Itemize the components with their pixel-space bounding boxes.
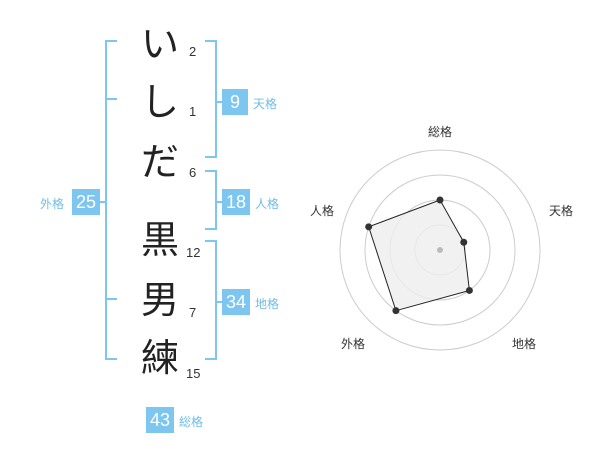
bracket-tick xyxy=(105,40,117,42)
soukaku-value: 43 xyxy=(146,407,174,433)
name-char: い xyxy=(140,22,179,66)
bracket-tick xyxy=(205,170,217,172)
bracket-connector xyxy=(98,201,106,203)
bracket-connector xyxy=(216,101,224,103)
radar-center-dot xyxy=(437,247,443,253)
stroke-count: 7 xyxy=(189,305,197,320)
stroke-count: 15 xyxy=(186,366,201,381)
radar-svg xyxy=(339,149,541,351)
axis-label-gaikaku: 外格 xyxy=(341,337,366,351)
radar-point-0 xyxy=(436,196,444,204)
bracket-connector xyxy=(216,201,224,203)
stroke-count: 2 xyxy=(189,44,197,59)
radar-point-3 xyxy=(392,307,400,315)
radar-point-2 xyxy=(465,286,473,294)
tenkaku-label: 天格 xyxy=(253,97,278,111)
bracket-tick xyxy=(205,240,217,242)
bracket-tick xyxy=(205,156,217,158)
name-char: 練 xyxy=(140,336,179,380)
tenkaku-bracket xyxy=(215,40,217,158)
name-char: し xyxy=(140,80,179,124)
axis-label-tenkaku: 天格 xyxy=(549,204,574,218)
radar-ring xyxy=(364,174,516,326)
stroke-count: 6 xyxy=(189,165,197,180)
bracket-tick xyxy=(205,40,217,42)
name-char: 黒 xyxy=(140,218,179,262)
radar-point-1 xyxy=(460,238,468,246)
gaikaku-bracket xyxy=(105,40,107,360)
bracket-tick xyxy=(105,358,117,360)
bracket-connector xyxy=(216,301,224,303)
axis-label-soukaku: 総格 xyxy=(428,125,453,139)
name-char: だ xyxy=(140,140,179,184)
jinkaku-label: 人格 xyxy=(255,197,280,211)
bracket-tick xyxy=(105,298,117,300)
chikaku-bracket xyxy=(215,240,217,360)
stroke-count: 12 xyxy=(186,245,201,260)
axis-label-chikaku: 地格 xyxy=(512,337,537,351)
radar-point-4 xyxy=(365,223,373,231)
stroke-count: 1 xyxy=(189,104,197,119)
name-char: 男 xyxy=(140,278,179,322)
jinkaku-bracket xyxy=(215,170,217,230)
bracket-tick xyxy=(205,228,217,230)
axis-label-jinkaku: 人格 xyxy=(310,204,335,218)
radar-ring xyxy=(339,149,541,351)
chikaku-label: 地格 xyxy=(255,297,280,311)
jinkaku-value: 18 xyxy=(222,189,250,215)
bracket-tick xyxy=(205,358,217,360)
gaikaku-value: 25 xyxy=(72,189,100,215)
radar-polygon xyxy=(368,199,470,312)
bracket-tick xyxy=(105,98,117,100)
gaikaku-label: 外格 xyxy=(40,197,65,211)
tenkaku-value: 9 xyxy=(222,89,248,115)
soukaku-label: 総格 xyxy=(179,415,204,429)
chikaku-value: 34 xyxy=(222,289,250,315)
